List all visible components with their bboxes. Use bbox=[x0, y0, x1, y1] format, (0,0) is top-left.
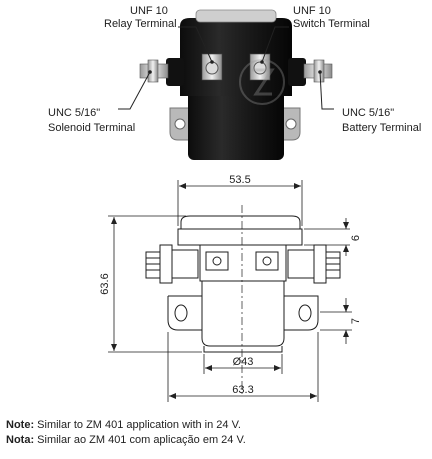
solenoid-photo bbox=[139, 9, 333, 160]
dim-overall-width: 63.3 bbox=[232, 384, 253, 396]
callout-leaders bbox=[118, 26, 334, 110]
dim-cap-height: 6 bbox=[350, 235, 362, 241]
dim-flange-offset: 7 bbox=[350, 318, 362, 324]
note-portuguese: Nota: Similar ao ZM 401 com aplicação em… bbox=[6, 433, 246, 448]
switch-terminal-thread: UNF 10 bbox=[293, 5, 331, 17]
note-english-label: Note: bbox=[6, 419, 35, 431]
battery-terminal-label: Battery Terminal bbox=[342, 122, 421, 134]
dim-base-diameter: Ø43 bbox=[233, 356, 254, 368]
notes-block: Note: Similar to ZM 401 application with… bbox=[6, 418, 246, 448]
callout-dots bbox=[148, 60, 322, 74]
note-portuguese-text: Similar ao ZM 401 com aplicação em 24 V. bbox=[37, 434, 246, 446]
switch-terminal-label: Switch Terminal bbox=[293, 18, 370, 30]
note-portuguese-label: Nota: bbox=[6, 434, 35, 446]
note-english-text: Similar to ZM 401 application with in 24… bbox=[37, 419, 241, 431]
battery-terminal-thread: UNC 5/16" bbox=[342, 107, 394, 119]
solenoid-terminal-thread: UNC 5/16" bbox=[48, 107, 100, 119]
solenoid-terminal-label: Solenoid Terminal bbox=[48, 122, 135, 134]
note-english: Note: Similar to ZM 401 application with… bbox=[6, 418, 246, 433]
dim-overall-height: 63.6 bbox=[99, 273, 111, 294]
dimension-lines bbox=[108, 180, 352, 402]
zm-logo-watermark bbox=[239, 59, 285, 105]
dim-top-width: 53.5 bbox=[229, 174, 250, 186]
relay-terminal-label: Relay Terminal bbox=[104, 18, 177, 30]
relay-terminal-thread: UNF 10 bbox=[130, 5, 168, 17]
technical-drawing bbox=[145, 205, 341, 395]
